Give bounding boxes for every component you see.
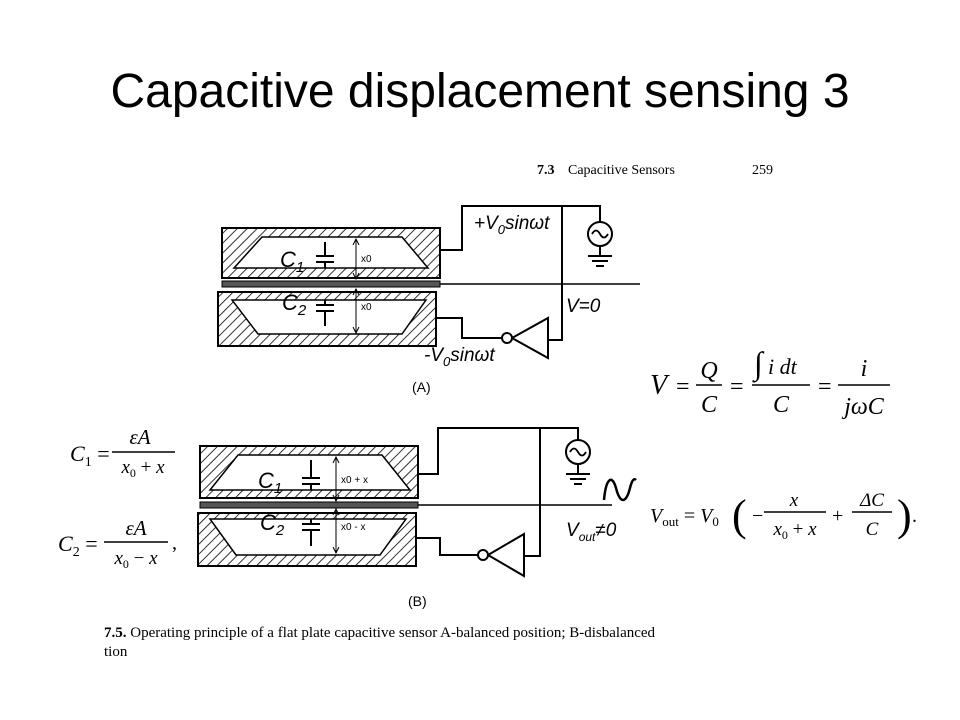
caption-number: 7.5. xyxy=(104,625,127,641)
output-waveform-icon xyxy=(602,478,637,502)
svg-text:x0 − x: x0 − x xyxy=(113,548,158,571)
svg-text:(: ( xyxy=(732,491,747,540)
ground-symbol-b xyxy=(566,473,590,485)
svg-text:=: = xyxy=(730,374,744,400)
capacitor-c2-symbol-b xyxy=(302,519,320,546)
inverter-b xyxy=(486,532,525,578)
middle-plate xyxy=(221,280,441,288)
slide-title: Capacitive displacement sensing 3 xyxy=(110,65,850,118)
diagram-b: C1 C2 x0 + x x0 - x Vout≠0 ( xyxy=(197,427,637,609)
svg-text:V: V xyxy=(650,370,670,401)
gap-top-label: x0 xyxy=(361,254,372,265)
svg-text:C2 =: C2 = xyxy=(58,531,98,560)
section-title: Capacitive Sensors xyxy=(568,163,675,178)
svg-text:C: C xyxy=(773,392,790,418)
minus-signal-label: -V0sinωt xyxy=(424,345,495,369)
gap-arrow-top xyxy=(352,237,360,281)
c2-label: C2 xyxy=(282,290,307,319)
gap-top-label-b: x0 + x xyxy=(341,475,368,486)
c1-label-b: C1 xyxy=(258,468,282,497)
gap-bottom-label-b: x0 - x xyxy=(341,522,365,533)
svg-text:∫: ∫ xyxy=(752,345,765,383)
page-number: 259 xyxy=(752,163,773,178)
svg-text:C: C xyxy=(866,519,879,540)
svg-text:jωC: jωC xyxy=(841,394,885,420)
svg-text:i: i xyxy=(861,356,868,382)
c2-label-b: C2 xyxy=(260,510,285,539)
middle-plate-b xyxy=(199,501,419,509)
diagram-a: C1 C2 x0 x0 +V0sinωt -V0sinωt xyxy=(217,205,640,395)
equation-c2: C2 = εA x0 − x , xyxy=(58,516,177,571)
svg-text:εA: εA xyxy=(125,516,146,540)
svg-text:=: = xyxy=(676,374,690,400)
caption-text: Operating principle of a flat plate capa… xyxy=(130,625,656,641)
c1-label: C1 xyxy=(280,247,304,276)
figure-caption: 7.5. Operating principle of a flat plate… xyxy=(104,624,784,662)
svg-text:x0 + x: x0 + x xyxy=(772,519,817,542)
gap-arrow-top-b xyxy=(332,455,340,503)
svg-text:Vout = V0: Vout = V0 xyxy=(650,505,719,529)
svg-text:=: = xyxy=(818,374,832,400)
gap-arrow-bottom xyxy=(352,287,360,335)
capacitor-c1-symbol-b xyxy=(302,460,320,490)
caption-line2: tion xyxy=(104,644,128,660)
equation-vout: Vout = V0 ( − x x0 + x + ΔC C ) . xyxy=(650,490,917,542)
diagram-a-label: (A) xyxy=(412,379,431,395)
diagram-b-label: (B) xyxy=(408,593,427,609)
gap-bottom-label: x0 xyxy=(361,302,372,313)
book-header: 7.3 Capacitive Sensors 259 xyxy=(537,163,773,178)
capacitor-c2-symbol xyxy=(316,300,334,326)
svg-text:C1 =: C1 = xyxy=(70,441,110,470)
svg-text:,: , xyxy=(172,532,177,554)
ground-symbol-a xyxy=(588,255,612,267)
svg-text:−: − xyxy=(752,505,763,527)
output-b-label: Vout≠0 xyxy=(566,520,617,544)
svg-text:x: x xyxy=(789,490,799,511)
svg-text:.: . xyxy=(912,505,917,527)
section-number: 7.3 xyxy=(537,163,555,178)
svg-text:x0 + x: x0 + x xyxy=(120,457,165,480)
svg-text:i dt: i dt xyxy=(768,354,798,379)
svg-text:ΔC: ΔC xyxy=(859,490,884,511)
svg-text:C: C xyxy=(701,392,718,418)
svg-text:): ) xyxy=(897,491,912,540)
svg-text:εA: εA xyxy=(129,425,150,449)
svg-text:+: + xyxy=(832,505,843,527)
equation-v: V = Q C = ∫ i dt C = i jωC xyxy=(650,345,890,420)
inverter-a xyxy=(509,316,549,360)
svg-text:Q: Q xyxy=(700,358,717,384)
plus-signal-label: +V0sinωt xyxy=(474,213,550,237)
output-a-label: V=0 xyxy=(566,296,601,317)
equation-c1: C1 = εA x0 + x xyxy=(70,425,175,480)
capacitor-c1-symbol xyxy=(316,242,334,268)
gap-arrow-bottom-b xyxy=(332,507,340,555)
